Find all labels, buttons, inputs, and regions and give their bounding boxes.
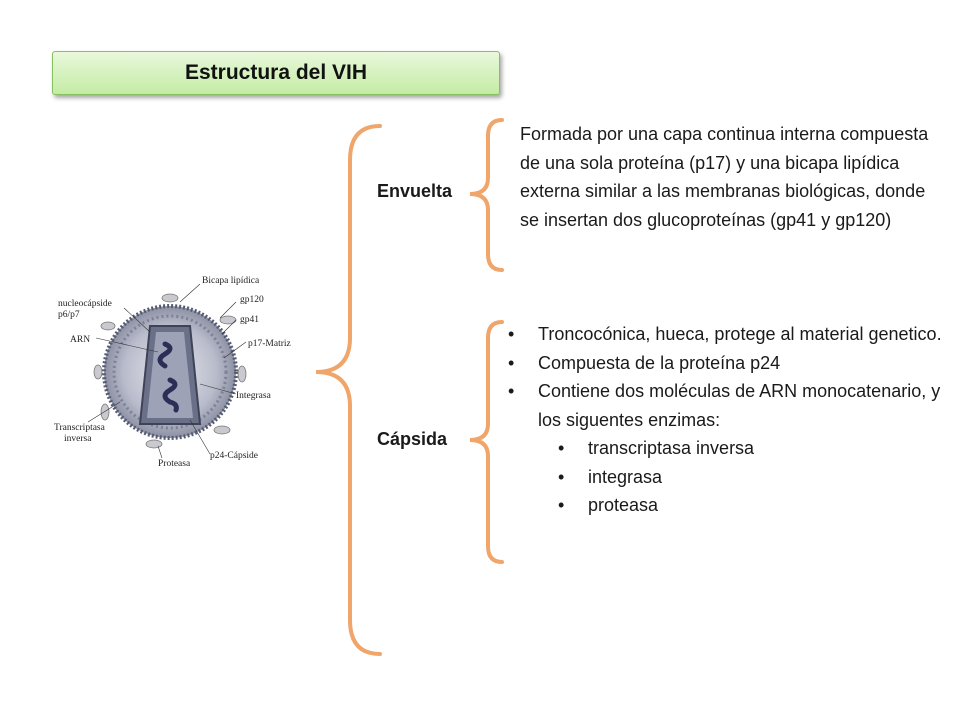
list-item: Contiene dos moléculas de ARN monocatena… xyxy=(508,377,948,520)
label-arn: ARN xyxy=(70,335,90,345)
label-nucleocapside: nucleocápside xyxy=(58,299,112,309)
envelope-description: Formada por una capa continua interna co… xyxy=(520,124,929,230)
envelope-brace xyxy=(469,118,504,272)
enzyme-item: proteasa xyxy=(538,491,948,520)
list-item-text: Contiene dos moléculas de ARN monocatena… xyxy=(538,381,941,430)
capsid-brace xyxy=(469,320,504,564)
capsid-label: Cápsida xyxy=(377,429,448,449)
label-gp120: gp120 xyxy=(240,295,264,305)
label-transcriptasa: Transcriptasa xyxy=(54,423,106,433)
main-brace xyxy=(315,124,382,656)
enzyme-list: transcriptasa inversa integrasa proteasa xyxy=(538,434,948,520)
label-proteasa: Proteasa xyxy=(158,459,191,469)
list-item: Compuesta de la proteína p24 xyxy=(508,349,948,378)
label-transcriptasa-2: inversa xyxy=(64,434,92,444)
label-matriz: p17-Matriz xyxy=(248,339,291,349)
label-integrasa: Integrasa xyxy=(236,391,272,401)
label-p6p7: p6/p7 xyxy=(58,310,80,320)
label-bicapa: Bicapa lipídica xyxy=(202,276,260,286)
list-item: Troncocónica, hueca, protege al material… xyxy=(508,320,948,349)
label-gp41: gp41 xyxy=(240,315,259,325)
enzyme-item: transcriptasa inversa xyxy=(538,434,948,463)
slide-title: Estructura del VIH xyxy=(52,51,500,95)
envelope-label: Envuelta xyxy=(377,181,453,201)
capsid-list: Troncocónica, hueca, protege al material… xyxy=(508,320,948,520)
label-capside: p24-Cápside xyxy=(210,451,258,461)
enzyme-item: integrasa xyxy=(538,463,948,492)
hiv-structure-diagram: Bicapa lipídica gp120 gp41 p17-Matriz In… xyxy=(50,262,306,482)
